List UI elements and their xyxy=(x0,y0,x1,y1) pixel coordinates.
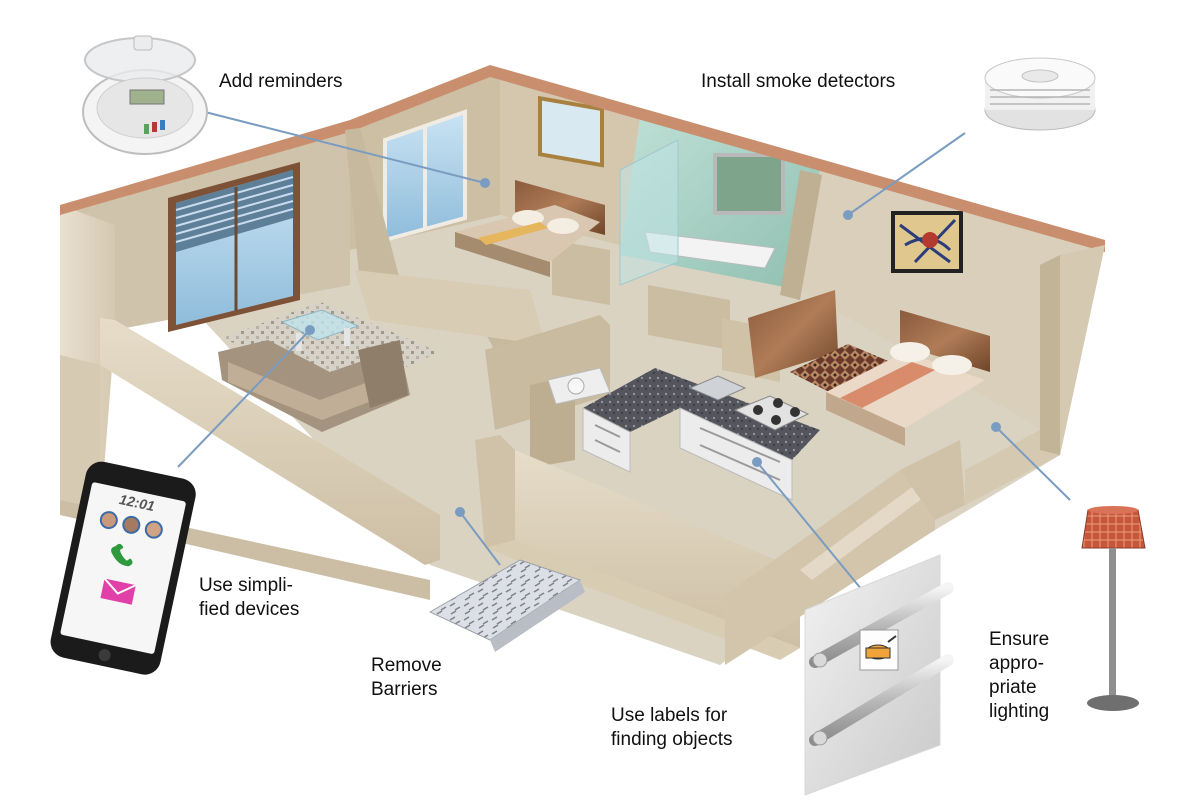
phone-clock: 12:01 xyxy=(118,491,157,514)
label-appropriate-lighting: Ensure appro- priate lighting xyxy=(989,629,1050,722)
leader-smoke xyxy=(847,132,966,216)
smoke-detector xyxy=(984,57,1096,131)
partition-kitchen-back xyxy=(485,315,610,430)
label-finding-objects: Use labels for finding objects xyxy=(611,705,733,750)
leader-finding xyxy=(756,461,863,591)
kitchen xyxy=(547,367,820,501)
label-install-smoke-detectors: Install smoke detectors xyxy=(701,71,896,92)
outer-wall-right xyxy=(965,245,1105,505)
bedroom2-rug xyxy=(790,344,900,395)
partition-bath-bed2 xyxy=(648,285,730,350)
leader-lighting xyxy=(995,426,1071,501)
drawer-label-panel xyxy=(804,554,954,796)
bedroom2-furniture xyxy=(748,290,990,446)
kitchen-counter xyxy=(583,368,820,460)
threshold-ramp xyxy=(428,559,585,652)
partition-bed2 xyxy=(780,170,822,300)
living-room-window xyxy=(168,162,300,332)
leader-devices xyxy=(177,329,311,468)
label-remove-barriers: Remove Barriers xyxy=(371,655,442,700)
front-wall-left xyxy=(100,318,440,565)
phone-call-icon xyxy=(111,543,133,567)
kitchen-sink xyxy=(688,375,747,401)
leader-lines xyxy=(177,111,1071,591)
smartphone: 12:01 xyxy=(50,461,196,675)
wall-top-edge-back xyxy=(60,65,1105,252)
front-wall-hallway xyxy=(475,435,515,548)
partition-bedroom-bath xyxy=(552,240,610,305)
floor-lamp xyxy=(1081,506,1146,711)
stove xyxy=(733,395,810,431)
pill-dispenser xyxy=(82,35,208,155)
shower-glass xyxy=(619,139,679,286)
leader-reminders xyxy=(204,111,486,184)
wardrobe xyxy=(748,290,838,378)
label-simplified-devices: Use simpli- fied devices xyxy=(199,575,300,620)
lamp-shade xyxy=(1081,509,1146,549)
living-room-furniture xyxy=(218,302,440,432)
bed-bedroom1 xyxy=(455,180,605,277)
apartment-floorplan xyxy=(60,65,1105,665)
painting-sailboat xyxy=(538,95,604,168)
leader-barriers xyxy=(459,511,501,566)
bedroom2-back-wall xyxy=(800,168,1105,440)
bathroom-mirror xyxy=(713,153,785,215)
label-add-reminders: Add reminders xyxy=(219,71,343,92)
